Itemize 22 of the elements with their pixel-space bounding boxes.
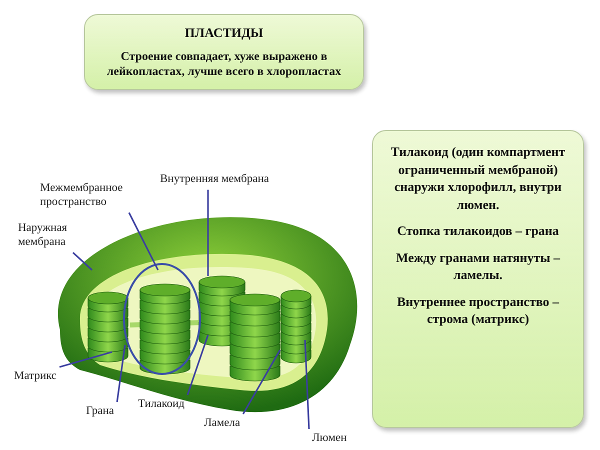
card-text: Между гранами натянуты – ламелы.	[394, 248, 562, 284]
part-label: Внутренняя мембрана	[160, 173, 269, 187]
leader-line	[186, 334, 209, 396]
leader-line	[116, 344, 126, 402]
card-text: Стопка тилакоидов – грана	[396, 222, 560, 240]
part-label: Грана	[86, 405, 114, 419]
part-label: Тилакоид	[138, 398, 184, 412]
card-heading: ПЛАСТИДЫ	[184, 25, 264, 41]
card-text: Внутреннее пространство – строма (матрикс)	[396, 292, 560, 328]
card-text: Строение совпадает, хуже выражено в лейкопластах, лучше всего в хлоропластах	[106, 49, 342, 79]
part-label: Наружная мембрана	[18, 222, 68, 250]
card-text: Тилакоид (один компартмент ограниченный мембраной) снаружи хлорофилл, внутри люмен.	[390, 143, 566, 214]
part-label: Люмен	[312, 432, 347, 446]
info-card	[372, 130, 584, 428]
part-label: Межмембранное пространство	[40, 182, 124, 210]
leader-line	[72, 252, 93, 271]
leader-line	[128, 212, 159, 270]
part-label: Ламела	[204, 417, 240, 431]
leader-line	[304, 340, 310, 430]
part-label: Матрикс	[14, 370, 57, 384]
info-card	[84, 14, 364, 90]
leader-line	[207, 190, 209, 276]
